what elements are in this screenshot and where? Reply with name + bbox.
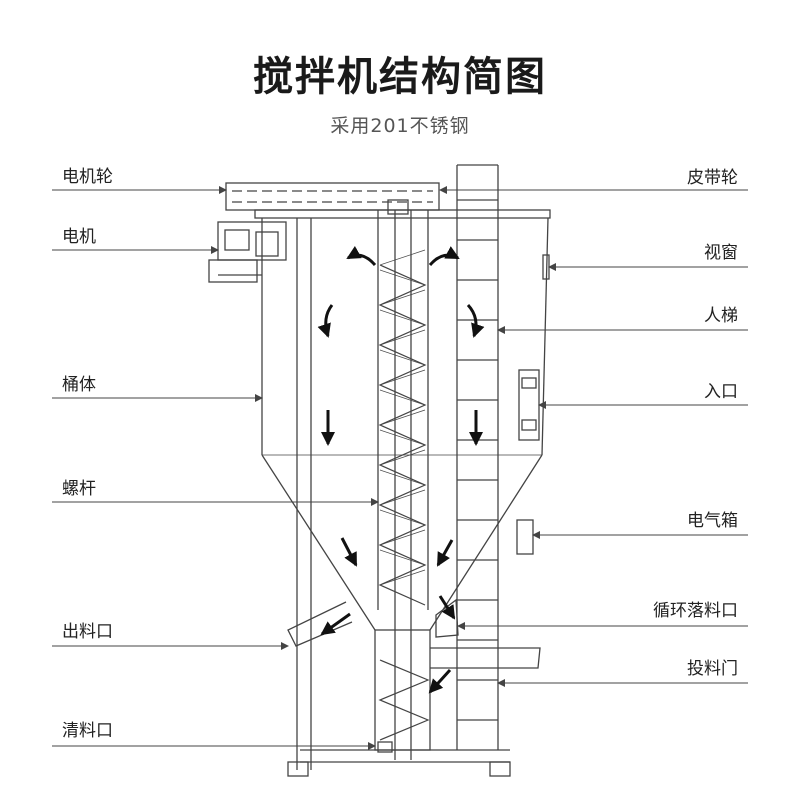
label-cleanout-port: 清料口 (62, 721, 113, 741)
label-motor: 电机 (62, 227, 96, 247)
label-barrel: 桶体 (62, 375, 96, 395)
label-sight-window: 视窗 (704, 243, 738, 263)
diagram-title: 搅拌机结构简图 (253, 54, 547, 100)
motor (208, 221, 287, 283)
motor-wheel-housing (225, 182, 440, 215)
label-motor-wheel: 电机轮 (62, 167, 113, 187)
screw-flights (378, 249, 430, 741)
label-electric-box: 电气箱 (687, 511, 738, 531)
feed-door-shape (430, 647, 541, 669)
label-circulation-drop-port: 循环落料口 (653, 601, 738, 621)
flow-arrows (317, 245, 485, 694)
label-feed-door: 投料门 (687, 659, 738, 679)
label-inlet: 入口 (704, 382, 738, 402)
mixer-body (254, 209, 551, 777)
label-pulley: 皮带轮 (687, 168, 738, 188)
cleanout-shape (377, 741, 393, 753)
electric-box-shape (516, 519, 534, 555)
diagram-subtitle: 采用201不锈钢 (330, 115, 470, 137)
label-discharge-outlet: 出料口 (62, 622, 113, 642)
ladder (456, 164, 499, 750)
label-ladder: 人梯 (704, 306, 738, 326)
leader-lines (52, 186, 748, 750)
label-screw: 螺杆 (62, 479, 96, 499)
